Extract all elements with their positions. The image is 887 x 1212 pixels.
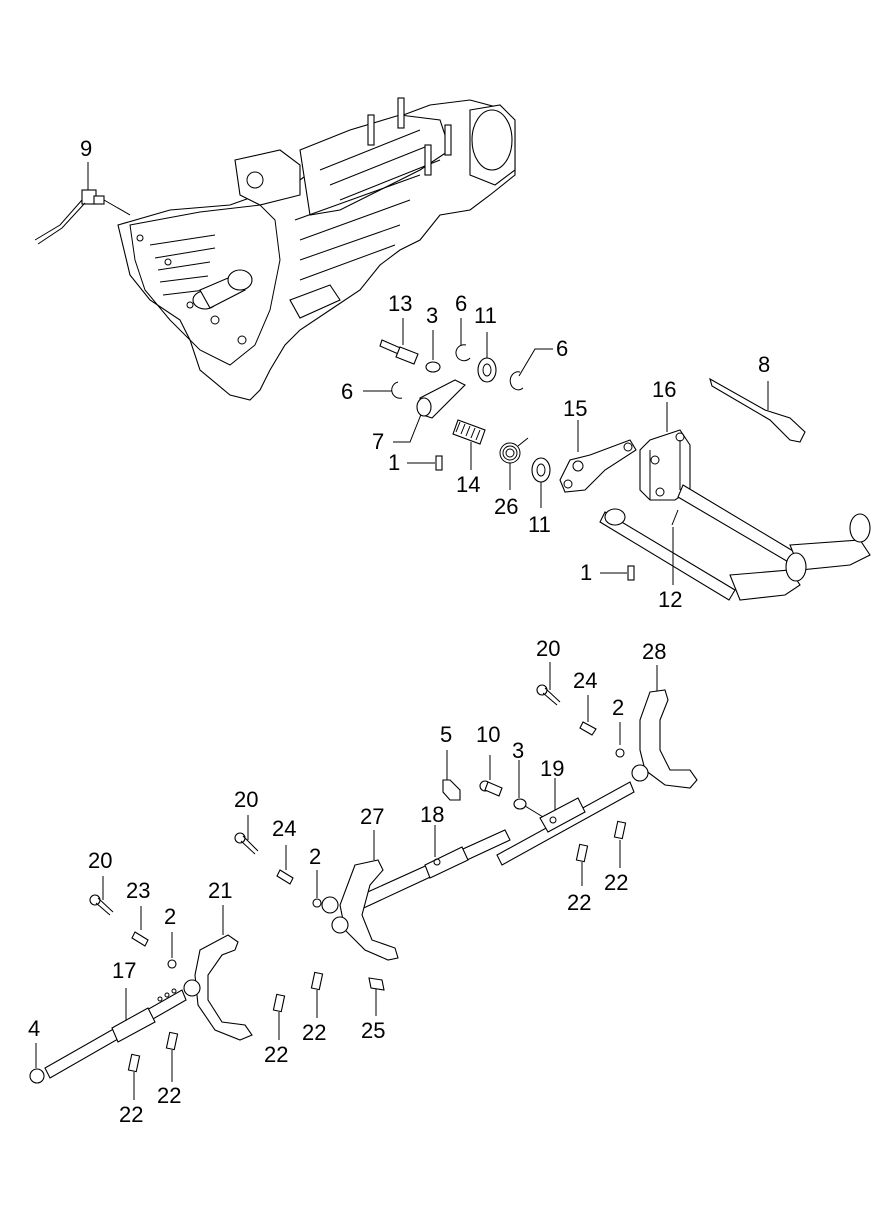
callout-22f: 22 <box>302 1020 326 1045</box>
part-22-pin-a: 22 <box>567 843 591 915</box>
callout-20: 20 <box>536 636 560 661</box>
callout-12: 12 <box>658 587 682 612</box>
callout-27: 27 <box>360 804 384 829</box>
callout-28: 28 <box>642 639 666 664</box>
callout-26: 26 <box>494 494 518 519</box>
part-25-spring: 25 <box>361 977 385 1043</box>
part-7-lever: 7 <box>372 379 466 454</box>
part-2-ball-b: 2 <box>309 844 322 908</box>
part-1-pin-a: 1 <box>388 450 443 475</box>
callout-20c: 20 <box>88 848 112 873</box>
part-15-shift-lever: 15 <box>559 396 637 493</box>
callout-8: 8 <box>758 352 770 377</box>
callout-16: 16 <box>652 377 676 402</box>
part-12-pin: 12 <box>658 509 682 612</box>
callout-24: 24 <box>573 668 597 693</box>
part-22-pin-e: 22 <box>264 993 288 1067</box>
part-6-clip-b: 6 <box>509 336 568 391</box>
part-10-plug: 10 <box>476 722 503 797</box>
part-28-shift-fork: 28 <box>631 639 698 789</box>
callout-18: 18 <box>420 802 444 827</box>
part-3-washer: 3 <box>425 303 441 373</box>
part-23-spring: 23 <box>126 878 150 947</box>
callout-22b: 22 <box>604 870 628 895</box>
callout-21: 21 <box>208 878 232 903</box>
part-20-bolt-b: 20 <box>234 787 258 855</box>
part-27-shift-fork: 27 <box>321 804 399 961</box>
part-1-pin-b: 1 <box>580 560 635 585</box>
part-11-washer-a: 11 <box>474 303 497 383</box>
part-6-clip-c: 6 <box>341 379 403 404</box>
callout-19: 19 <box>540 756 564 781</box>
callout-22d: 22 <box>157 1083 181 1108</box>
part-19-shift-rail: 19 <box>496 756 635 866</box>
callout-22e: 22 <box>264 1042 288 1067</box>
callout-1b: 1 <box>580 560 592 585</box>
callout-6c: 6 <box>341 379 353 404</box>
callout-3: 3 <box>426 303 438 328</box>
callout-17: 17 <box>112 958 136 983</box>
part-2-ball-a: 2 <box>612 695 625 758</box>
callout-6b: 6 <box>556 336 568 361</box>
callout-11: 11 <box>474 303 497 328</box>
callout-9: 9 <box>80 136 92 161</box>
part-4-plug: 4 <box>28 1016 45 1084</box>
callout-2c: 2 <box>164 904 176 929</box>
callout-14: 14 <box>456 472 480 497</box>
part-9-sensor: 9 <box>34 136 131 245</box>
callout-11b: 11 <box>528 512 551 537</box>
callout-10: 10 <box>476 722 500 747</box>
callout-20b: 20 <box>234 787 258 812</box>
part-20-bolt-a: 20 <box>536 636 560 706</box>
part-24-spring-b: 24 <box>272 816 296 885</box>
part-6-clip-a: 6 <box>455 291 471 362</box>
part-11-washer-b: 11 <box>528 457 551 537</box>
callout-2: 2 <box>612 695 624 720</box>
callout-6: 6 <box>455 291 467 316</box>
part-3-washer-b: 3 <box>512 738 549 821</box>
callout-22c: 22 <box>119 1102 143 1127</box>
part-14-spring: 14 <box>452 419 486 497</box>
callout-3b: 3 <box>512 738 524 763</box>
callout-15: 15 <box>563 396 587 421</box>
callout-22: 22 <box>567 890 591 915</box>
callout-5: 5 <box>440 722 452 747</box>
part-22-pin-f: 22 <box>302 971 326 1045</box>
callout-24b: 24 <box>272 816 296 841</box>
part-22-pin-c: 22 <box>119 1053 143 1127</box>
part-5-bracket: 5 <box>440 722 461 801</box>
callout-25: 25 <box>361 1018 385 1043</box>
part-22-pin-b: 22 <box>604 820 628 895</box>
callout-23: 23 <box>126 878 150 903</box>
part-20-bolt-c: 20 <box>88 848 114 916</box>
part-18-shift-rail: 18 <box>349 802 511 913</box>
callout-4: 4 <box>28 1016 40 1041</box>
part-22-pin-d: 22 <box>157 1031 181 1108</box>
callout-1: 1 <box>388 450 400 475</box>
part-21-shift-fork: 21 <box>183 878 253 1041</box>
part-26-torsion-spring: 26 <box>494 437 529 519</box>
part-16-shift-rail-assembly: 16 <box>599 377 871 601</box>
part-8-spring-clip: 8 <box>709 352 806 443</box>
callout-2b: 2 <box>309 844 321 869</box>
part-24-spring-a: 24 <box>573 668 597 736</box>
part-17-shift-rail: 17 <box>44 958 187 1079</box>
part-2-ball-c: 2 <box>164 904 177 969</box>
callout-13: 13 <box>388 291 412 316</box>
callout-7: 7 <box>372 429 384 454</box>
part-13-bolt: 13 <box>379 291 419 365</box>
transmission-housing <box>117 97 516 401</box>
